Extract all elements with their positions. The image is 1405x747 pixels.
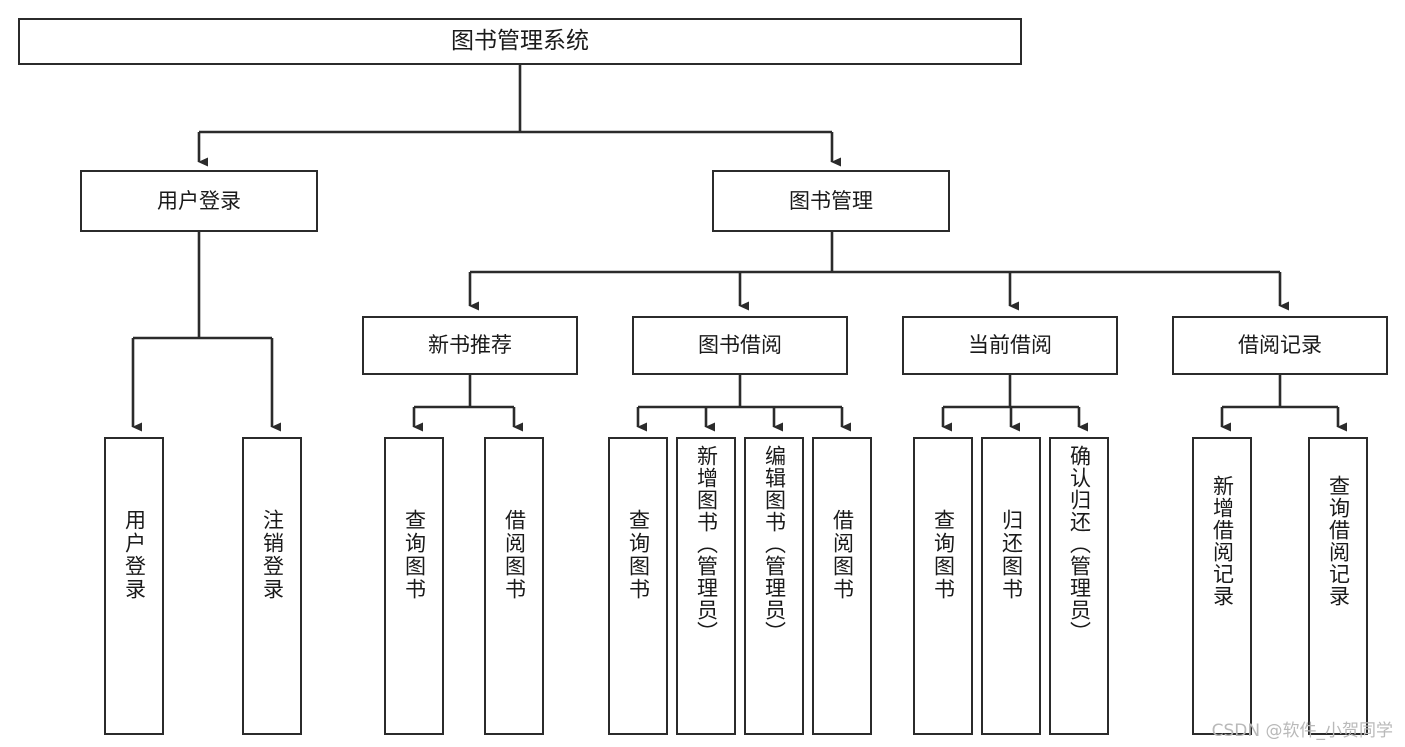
node-label: 借阅图书 bbox=[502, 509, 527, 601]
node-label: 注销登录 bbox=[260, 509, 285, 601]
node-label: 借阅图书 bbox=[830, 509, 855, 601]
node-label: 用户登录 bbox=[122, 509, 147, 601]
node-label: 确认归还（管理员） bbox=[1067, 445, 1092, 643]
node-label: 用户登录 bbox=[157, 188, 241, 213]
node-root-book-management-system[interactable]: 图书管理系统 bbox=[18, 18, 1022, 65]
leaf-user-login[interactable]: 用户登录 bbox=[104, 437, 164, 735]
node-label: 图书管理系统 bbox=[451, 27, 589, 54]
leaf-query-book-recommend[interactable]: 查询图书 bbox=[384, 437, 444, 735]
node-current-borrowing[interactable]: 当前借阅 bbox=[902, 316, 1118, 375]
node-label: 借阅记录 bbox=[1238, 333, 1322, 358]
node-label: 新增借阅记录 bbox=[1210, 475, 1235, 607]
leaf-query-book-borrow[interactable]: 查询图书 bbox=[608, 437, 668, 735]
node-label: 新书推荐 bbox=[428, 333, 512, 358]
leaf-borrow-book-recommend[interactable]: 借阅图书 bbox=[484, 437, 544, 735]
node-label: 查询借阅记录 bbox=[1326, 475, 1351, 607]
leaf-add-book-admin[interactable]: 新增图书（管理员） bbox=[676, 437, 736, 735]
node-label: 图书管理 bbox=[789, 188, 873, 213]
leaf-query-book-current[interactable]: 查询图书 bbox=[913, 437, 973, 735]
leaf-return-book[interactable]: 归还图书 bbox=[981, 437, 1041, 735]
node-label: 归还图书 bbox=[999, 509, 1024, 601]
node-new-book-recommendation[interactable]: 新书推荐 bbox=[362, 316, 578, 375]
node-book-management[interactable]: 图书管理 bbox=[712, 170, 950, 232]
leaf-edit-book-admin[interactable]: 编辑图书（管理员） bbox=[744, 437, 804, 735]
node-label: 新增图书（管理员） bbox=[694, 445, 719, 643]
node-label: 查询图书 bbox=[402, 509, 427, 601]
leaf-confirm-return-admin[interactable]: 确认归还（管理员） bbox=[1049, 437, 1109, 735]
leaf-logout[interactable]: 注销登录 bbox=[242, 437, 302, 735]
node-label: 编辑图书（管理员） bbox=[762, 445, 787, 643]
node-label: 查询图书 bbox=[626, 509, 651, 601]
node-user-login[interactable]: 用户登录 bbox=[80, 170, 318, 232]
leaf-add-borrow-record[interactable]: 新增借阅记录 bbox=[1192, 437, 1252, 735]
node-label: 图书借阅 bbox=[698, 333, 782, 358]
node-label: 查询图书 bbox=[931, 509, 956, 601]
node-label: 当前借阅 bbox=[968, 333, 1052, 358]
node-book-borrowing[interactable]: 图书借阅 bbox=[632, 316, 848, 375]
watermark-text: CSDN @软件_小贺同学 bbox=[1211, 721, 1393, 741]
node-borrowing-records[interactable]: 借阅记录 bbox=[1172, 316, 1388, 375]
leaf-borrow-book-borrow[interactable]: 借阅图书 bbox=[812, 437, 872, 735]
leaf-query-borrow-record[interactable]: 查询借阅记录 bbox=[1308, 437, 1368, 735]
